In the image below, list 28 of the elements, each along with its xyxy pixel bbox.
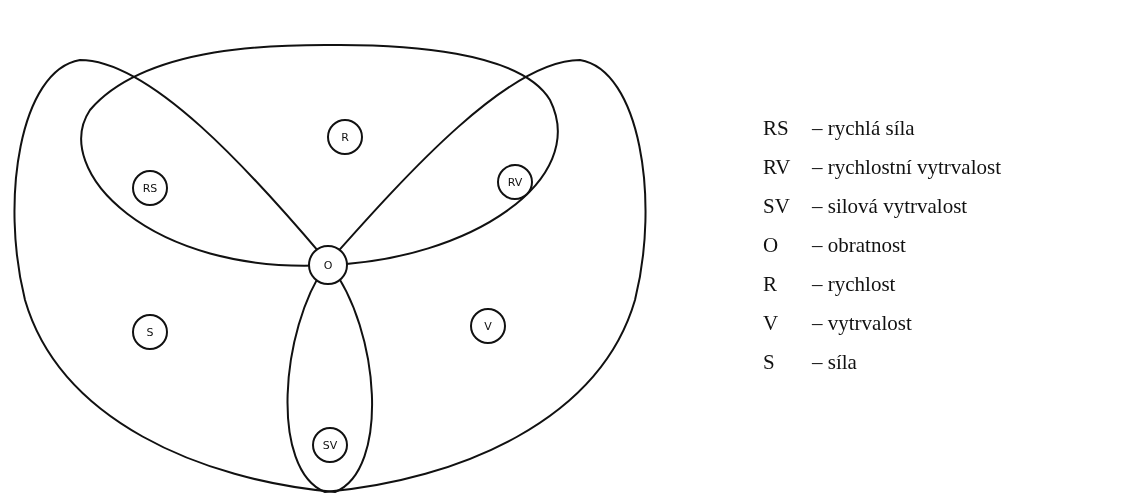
legend-abbreviation: O [763, 233, 779, 257]
legend-abbreviation: SV [763, 194, 790, 218]
legend-definition: – obratnost [812, 233, 906, 257]
set-circle [132, 170, 168, 206]
set-label: RS [142, 181, 158, 195]
legend-abbreviation: R [763, 272, 777, 296]
legend-definition: – síla [812, 350, 857, 374]
set-label: S [146, 325, 154, 339]
set-circle [132, 314, 168, 350]
legend-definition: – rychlostní vytrvalost [812, 155, 1001, 179]
set-label: O [323, 258, 333, 272]
set-label: R [341, 130, 349, 144]
set-label: V [484, 319, 492, 333]
set-circle [327, 119, 363, 155]
set-circle [497, 164, 533, 200]
set-label: SV [322, 438, 338, 452]
legend-abbreviation: RS [763, 116, 789, 140]
legend-definition: – rychlost [812, 272, 896, 296]
set-circle [308, 245, 348, 285]
set-circle [312, 427, 348, 463]
legend-abbreviation: S [763, 350, 775, 374]
legend-abbreviation: RV [763, 155, 791, 179]
legend-abbreviation: V [763, 311, 779, 335]
legend-definition: – silová vytrvalost [812, 194, 968, 218]
set-label: RV [507, 175, 523, 189]
set-circle [470, 308, 506, 344]
legend-definition: – vytrvalost [812, 311, 912, 335]
legend-definition: – rychlá síla [812, 116, 915, 140]
